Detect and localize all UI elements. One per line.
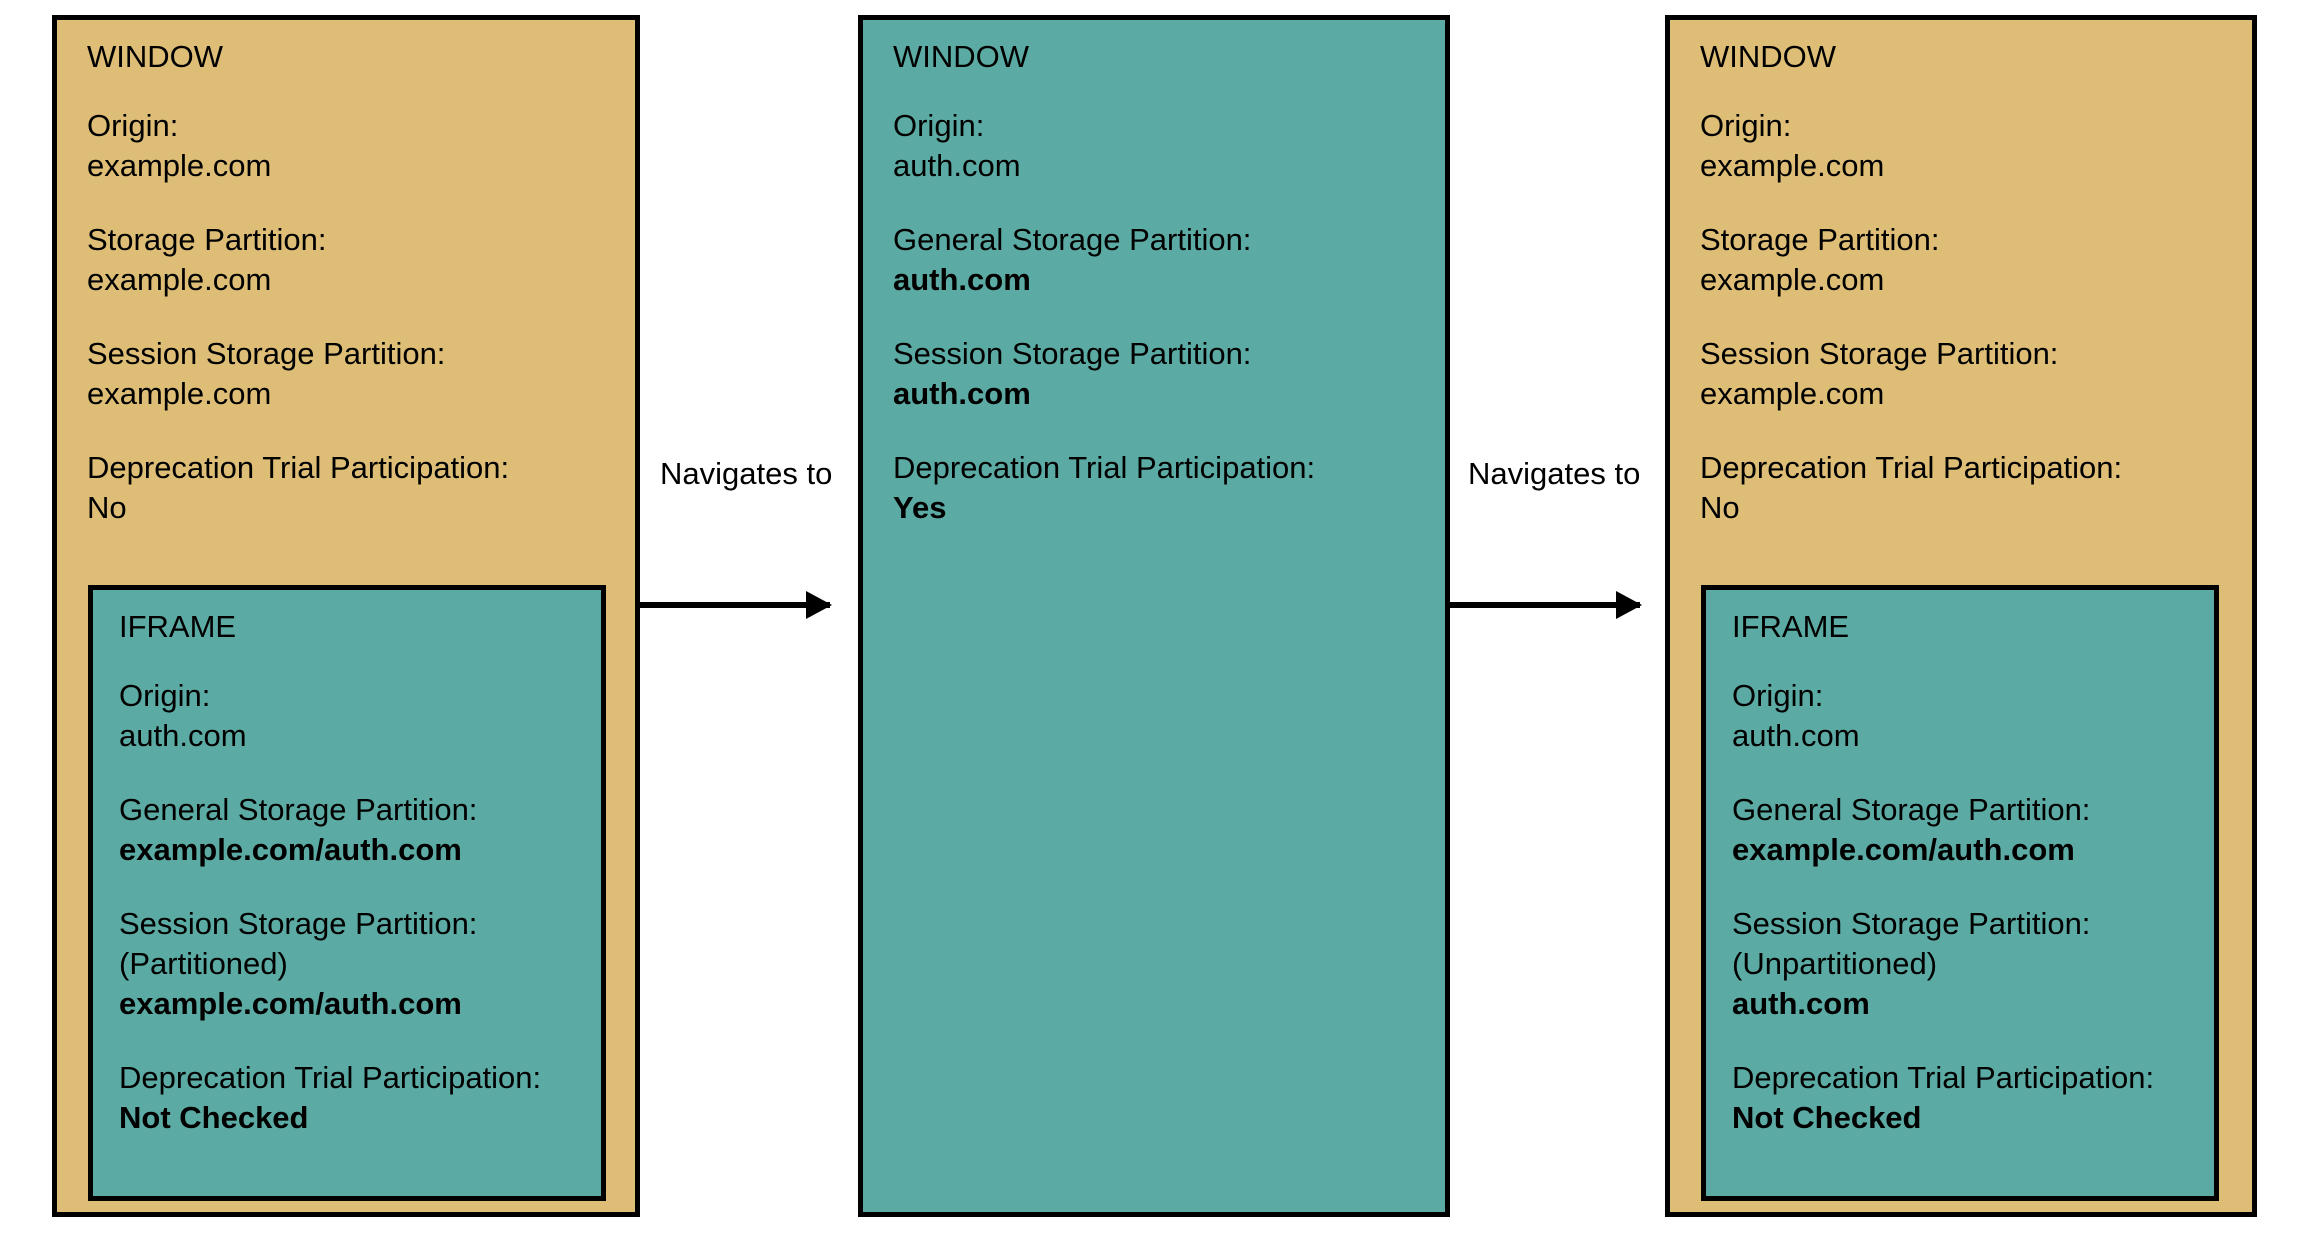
window-fields: Origin: example.com Storage Partition: e… — [1700, 106, 2238, 528]
field-label: Session Storage Partition: — [1732, 906, 2091, 941]
field-origin: Origin: example.com — [1700, 106, 2238, 186]
field-value: example.com — [87, 262, 272, 297]
field-label: Storage Partition: — [1700, 222, 1940, 257]
iframe-panel-1-content: IFRAME Origin: auth.com General Storage … — [119, 608, 587, 1138]
field-origin: Origin: auth.com — [893, 106, 1431, 186]
field-label: Deprecation Trial Participation: — [119, 1060, 542, 1095]
window-panel-2: WINDOW Origin: auth.com General Storage … — [858, 15, 1450, 1217]
arrow-1 — [640, 591, 832, 619]
field-general-storage-partition: General Storage Partition: example.com/a… — [1732, 790, 2200, 870]
field-deprecation-trial-participation: Deprecation Trial Participation: Yes — [893, 448, 1431, 528]
field-value: Yes — [893, 490, 947, 525]
field-general-storage-partition: General Storage Partition: auth.com — [893, 220, 1431, 300]
field-storage-partition: Storage Partition: example.com — [1700, 220, 2238, 300]
arrow-label-navigates-to-2: Navigates to — [1468, 456, 1641, 491]
iframe-panel-3-content: IFRAME Origin: auth.com General Storage … — [1732, 608, 2200, 1138]
field-label: Session Storage Partition: — [87, 336, 446, 371]
field-label: Deprecation Trial Participation: — [87, 450, 510, 485]
field-value: example.com — [87, 148, 272, 183]
window-fields: Origin: auth.com General Storage Partiti… — [893, 106, 1431, 528]
field-value: No — [1700, 490, 1740, 525]
field-value: Not Checked — [1732, 1100, 1922, 1135]
field-deprecation-trial-participation: Deprecation Trial Participation: Not Che… — [119, 1058, 587, 1138]
field-deprecation-trial-participation: Deprecation Trial Participation: No — [1700, 448, 2238, 528]
field-label: Origin: — [87, 108, 179, 143]
field-label: General Storage Partition: — [119, 792, 478, 827]
iframe-title: IFRAME — [119, 609, 237, 644]
field-storage-partition: Storage Partition: example.com — [87, 220, 621, 300]
field-origin: Origin: example.com — [87, 106, 621, 186]
field-session-storage-partition: Session Storage Partition: (Partitioned)… — [119, 904, 587, 1024]
field-session-storage-partition: Session Storage Partition: example.com — [87, 334, 621, 414]
field-sublabel: (Partitioned) — [119, 946, 288, 981]
field-label: Session Storage Partition: — [1700, 336, 2059, 371]
field-label: Deprecation Trial Participation: — [1732, 1060, 2155, 1095]
field-value: auth.com — [893, 262, 1031, 297]
field-value: auth.com — [893, 376, 1031, 411]
iframe-fields: Origin: auth.com General Storage Partiti… — [1732, 676, 2200, 1138]
field-label: Origin: — [893, 108, 985, 143]
field-session-storage-partition: Session Storage Partition: auth.com — [893, 334, 1431, 414]
field-value: example.com/auth.com — [119, 986, 462, 1021]
arrow-label-navigates-to-1: Navigates to — [660, 456, 833, 491]
field-value: example.com — [1700, 262, 1885, 297]
field-value: example.com — [1700, 148, 1885, 183]
iframe-title: IFRAME — [1732, 609, 1850, 644]
iframe-panel-3: IFRAME Origin: auth.com General Storage … — [1701, 585, 2219, 1201]
field-label: Deprecation Trial Participation: — [1700, 450, 2123, 485]
field-label: Session Storage Partition: — [893, 336, 1252, 371]
arrow-head-icon — [806, 591, 832, 619]
field-value: auth.com — [1732, 718, 1860, 753]
field-value: auth.com — [893, 148, 1021, 183]
field-origin: Origin: auth.com — [1732, 676, 2200, 756]
iframe-panel-1: IFRAME Origin: auth.com General Storage … — [88, 585, 606, 1201]
window-title: WINDOW — [87, 39, 224, 74]
field-value: auth.com — [1732, 986, 1870, 1021]
field-value: example.com — [87, 376, 272, 411]
field-sublabel: (Unpartitioned) — [1732, 946, 1938, 981]
field-session-storage-partition: Session Storage Partition: (Unpartitione… — [1732, 904, 2200, 1024]
window-panel-1: WINDOW Origin: example.com Storage Parti… — [52, 15, 640, 1217]
field-general-storage-partition: General Storage Partition: example.com/a… — [119, 790, 587, 870]
field-value: example.com/auth.com — [1732, 832, 2075, 867]
iframe-fields: Origin: auth.com General Storage Partiti… — [119, 676, 587, 1138]
field-value: example.com — [1700, 376, 1885, 411]
field-value: No — [87, 490, 127, 525]
field-label: General Storage Partition: — [1732, 792, 2091, 827]
field-session-storage-partition: Session Storage Partition: example.com — [1700, 334, 2238, 414]
field-origin: Origin: auth.com — [119, 676, 587, 756]
window-panel-2-content: WINDOW Origin: auth.com General Storage … — [893, 38, 1431, 528]
window-panel-1-content: WINDOW Origin: example.com Storage Parti… — [87, 38, 621, 528]
field-label: Origin: — [119, 678, 211, 713]
field-value: Not Checked — [119, 1100, 309, 1135]
field-label: Deprecation Trial Participation: — [893, 450, 1316, 485]
field-label: Storage Partition: — [87, 222, 327, 257]
field-deprecation-trial-participation: Deprecation Trial Participation: Not Che… — [1732, 1058, 2200, 1138]
window-title: WINDOW — [1700, 39, 1837, 74]
field-deprecation-trial-participation: Deprecation Trial Participation: No — [87, 448, 621, 528]
window-title: WINDOW — [893, 39, 1030, 74]
window-panel-3-content: WINDOW Origin: example.com Storage Parti… — [1700, 38, 2238, 528]
window-fields: Origin: example.com Storage Partition: e… — [87, 106, 621, 528]
field-value: example.com/auth.com — [119, 832, 462, 867]
field-label: General Storage Partition: — [893, 222, 1252, 257]
field-value: auth.com — [119, 718, 247, 753]
field-label: Origin: — [1732, 678, 1824, 713]
field-label: Origin: — [1700, 108, 1792, 143]
arrow-2 — [1450, 591, 1642, 619]
arrow-head-icon — [1616, 591, 1642, 619]
window-panel-3: WINDOW Origin: example.com Storage Parti… — [1665, 15, 2257, 1217]
field-label: Session Storage Partition: — [119, 906, 478, 941]
